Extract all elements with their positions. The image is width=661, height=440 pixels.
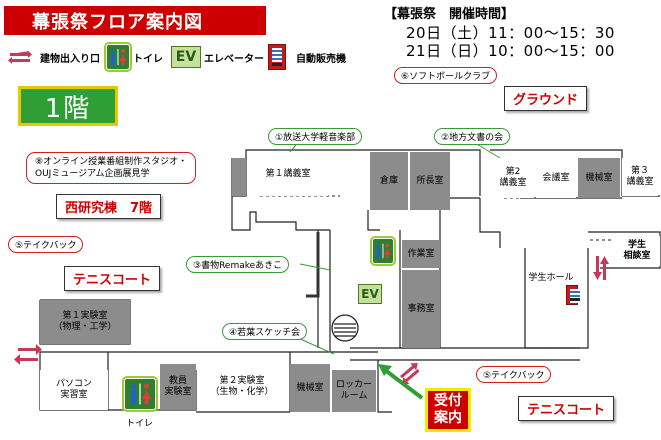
elevator-icon: EV xyxy=(358,284,382,304)
callout-8: ⑧オンライン授業番組制作スタジオ・ OUJミュージアム企画展見学 xyxy=(26,152,197,184)
room-locker: ロッカー ルーム xyxy=(332,370,376,412)
room-faculty-lab-label-a: 教員 xyxy=(168,376,187,386)
room-director: 所長室 xyxy=(410,152,450,210)
room-lab-1: 第１実験室 （物理・工学） xyxy=(40,300,130,344)
legend-elevator-label: エレベーター xyxy=(204,53,264,65)
elevator-icon: EV xyxy=(171,46,201,68)
legend: 建物出入り口 トイレ EV エレベーター 自動販売機 xyxy=(8,42,346,72)
room-storage-label: 倉庫 xyxy=(379,175,398,186)
opening-hours: 【幕張祭 開催時間】 20日（土）11：00〜15：30 21日（日）10：00… xyxy=(384,6,615,60)
room-student-consult: 学生 相談室 xyxy=(614,236,660,266)
room-meeting-label: 会議室 xyxy=(542,172,570,183)
room-student-hall: 学生ホール xyxy=(527,270,575,286)
room-lecture-1: 第１講義室 xyxy=(248,152,328,196)
tag-tennis-2: テニスコート xyxy=(518,396,615,421)
tag-tennis-1: テニスコート xyxy=(64,266,161,291)
floor-badge: 1階 xyxy=(18,86,118,126)
legend-vending: 自動販売機 xyxy=(268,44,346,70)
room-lecture-2: 第2 講義室 xyxy=(492,158,534,198)
callout-2: ②地方文書の会 xyxy=(434,128,511,145)
legend-elevator: EV エレベーター xyxy=(171,46,264,68)
map-title: 幕張祭フロア案内図 xyxy=(4,6,266,35)
hours-day2: 21日（日）10：00〜15：00 xyxy=(406,42,615,60)
room-pc-label-a: パソコン xyxy=(55,379,92,389)
room-machine-1: 機械室 xyxy=(578,158,620,198)
room-student-consult-label-a: 学生 xyxy=(627,240,646,250)
room-student-hall-label: 学生ホール xyxy=(528,272,574,283)
room-lecture-1-label: 第１講義室 xyxy=(265,168,311,179)
room-locker-label-b: ルーム xyxy=(340,391,368,401)
callout-5b: ⑤テイクバック xyxy=(476,366,552,383)
room-lab-2-label-a: 第２実験室 xyxy=(219,376,265,386)
reception-label-2: 案内 xyxy=(434,410,462,426)
callout-8-line-1: ⑧オンライン授業番組制作スタジオ・ xyxy=(35,157,188,167)
callout-6: ⑥ソフトボールクラブ xyxy=(394,67,498,84)
room-office-label: 事務室 xyxy=(407,303,435,314)
legend-entrance-label: 建物出入り口 xyxy=(40,53,100,65)
vending-machine-icon xyxy=(268,44,286,70)
toilet-icon xyxy=(104,42,132,72)
room-lecture-2-label-b: 講義室 xyxy=(499,178,527,188)
callout-8-line-2: OUJミュージアム企画展見学 xyxy=(35,169,150,179)
reception-label-1: 受付 xyxy=(434,393,462,409)
entrance-arrows-icon xyxy=(14,256,609,385)
stairs-icon xyxy=(331,314,359,342)
legend-entrance: 建物出入り口 xyxy=(8,50,100,65)
room-meeting: 会議室 xyxy=(536,158,576,198)
room-machine-2: 機械室 xyxy=(290,364,330,412)
room-pc: パソコン 実習室 xyxy=(40,370,108,410)
reception-desk: 受付 案内 xyxy=(425,388,471,432)
room-lab-2: 第２実験室 （生物・化学） xyxy=(200,364,284,410)
room-lecture-3: 第３ 講義室 xyxy=(622,158,658,196)
callout-3: ③書物Remakeあきこ xyxy=(186,256,290,273)
room-lecture-3-label-b: 講義室 xyxy=(626,177,654,187)
room-faculty-lab: 教員 実験室 xyxy=(160,364,196,410)
legend-toilet: トイレ xyxy=(104,42,163,72)
legend-vending-label: 自動販売機 xyxy=(296,53,346,65)
room-student-consult-label-b: 相談室 xyxy=(623,251,651,261)
callout-5a: ⑤テイクバック xyxy=(8,236,84,253)
legend-toilet-label: トイレ xyxy=(133,53,163,65)
hours-heading: 【幕張祭 開催時間】 xyxy=(384,7,515,22)
room-work: 作業室 xyxy=(402,240,440,268)
tag-ground: グラウンド xyxy=(504,86,588,111)
hours-day1: 20日（土）11：00〜15：30 xyxy=(406,24,615,42)
room-storage: 倉庫 xyxy=(370,152,408,210)
room-lab-2-label-b: （生物・化学） xyxy=(210,387,274,397)
toilet-icon xyxy=(370,236,396,266)
tag-west-building: 西研究棟 7階 xyxy=(56,194,162,219)
callout-1: ①放送大学軽音楽部 xyxy=(268,128,363,145)
room-small-gray xyxy=(232,158,246,196)
callout-4: ④若葉スケッチ会 xyxy=(222,323,308,340)
vending-machine-icon xyxy=(566,285,580,305)
room-locker-label-a: ロッカー xyxy=(335,380,372,390)
room-machine-1-label: 機械室 xyxy=(585,172,613,183)
room-lecture-2-label-a: 第2 xyxy=(505,167,521,177)
room-lab-1-label-a: 第１実験室 xyxy=(62,311,108,321)
room-lab-1-label-b: （物理・工学） xyxy=(53,322,117,332)
toilet-icon xyxy=(122,376,158,412)
room-office: 事務室 xyxy=(402,270,440,348)
room-work-label: 作業室 xyxy=(407,248,435,259)
room-faculty-lab-label-b: 実験室 xyxy=(164,387,192,397)
reception-arrow-icon xyxy=(378,364,424,400)
toilet-label: トイレ xyxy=(126,419,154,429)
room-pc-label-b: 実習室 xyxy=(60,390,88,400)
room-machine-2-label: 機械室 xyxy=(296,382,324,393)
room-director-label: 所長室 xyxy=(416,175,444,186)
entrance-arrows-icon xyxy=(8,51,32,64)
room-lecture-3-label-a: 第３ xyxy=(630,166,649,176)
